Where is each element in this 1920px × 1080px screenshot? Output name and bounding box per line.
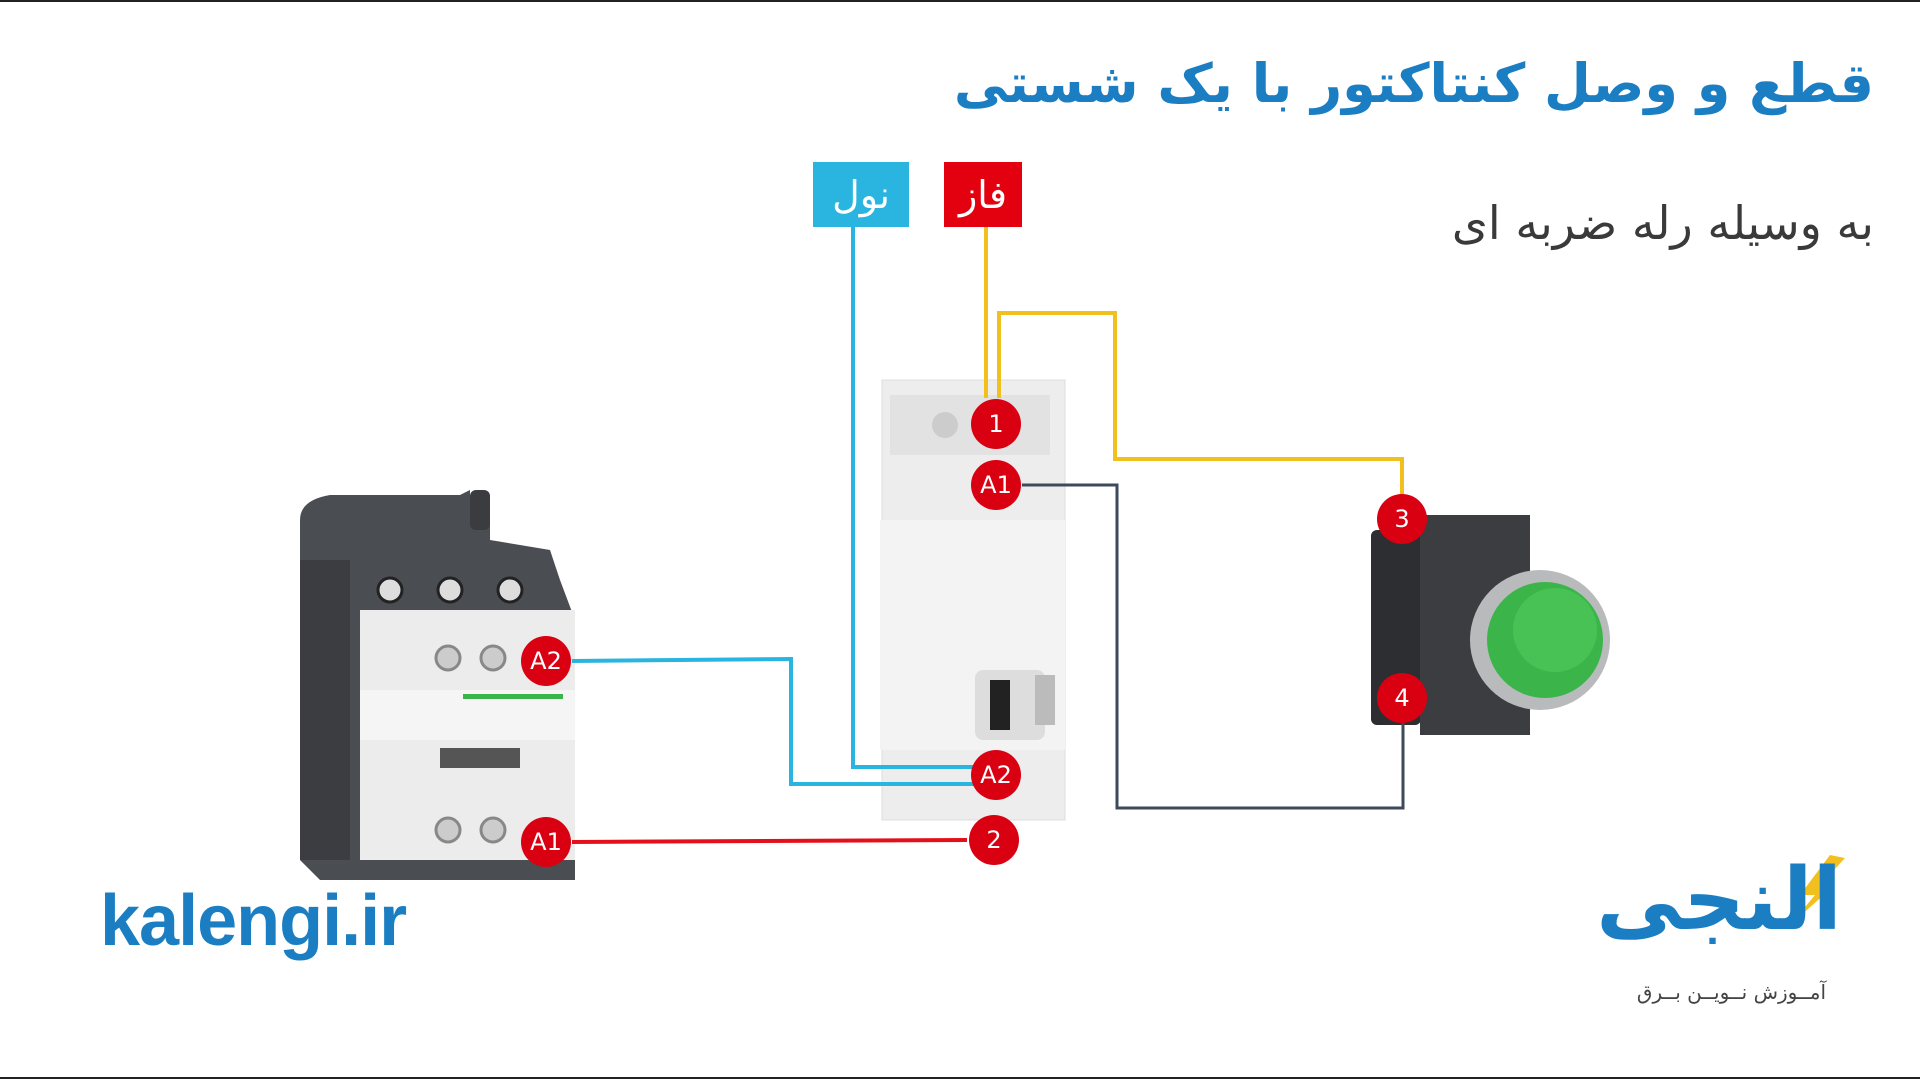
terminal-contactor-a2: A2 [521, 636, 571, 686]
top-rule [0, 0, 1920, 2]
terminal-button-4: 4 [1377, 673, 1427, 723]
svg-text:1: 1 [988, 410, 1003, 438]
bottom-rule [0, 1077, 1920, 1079]
phase-to-button-wire [997, 311, 1404, 496]
terminal-relay-2: 2 [969, 815, 1019, 865]
svg-text:A2: A2 [530, 647, 562, 675]
svg-text:3: 3 [1394, 505, 1409, 533]
contactor-a2-wire [571, 656, 980, 786]
neutral-wire [851, 227, 980, 769]
contactor-a1-wire [571, 838, 968, 844]
slide-title: قطع و وصل کنتاکتور با یک شستی [953, 52, 1874, 115]
svg-text:4: 4 [1394, 684, 1409, 712]
contactor-device [300, 490, 575, 880]
neutral-label: نول [813, 162, 909, 227]
terminal-contactor-a1: A1 [521, 817, 571, 867]
impulse-relay-device [880, 379, 1066, 821]
terminal-relay-a1: A1 [971, 460, 1021, 510]
control-wire [1022, 483, 1405, 810]
kalengi-logo: kalengi.ir [100, 881, 407, 961]
phase-label: فاز [944, 162, 1022, 227]
terminal-relay-a2: A2 [971, 750, 1021, 800]
svg-text:A1: A1 [980, 471, 1012, 499]
svg-text:2: 2 [986, 826, 1001, 854]
svg-text:A1: A1 [530, 828, 562, 856]
svg-text:A2: A2 [980, 761, 1012, 789]
terminal-button-3: 3 [1377, 494, 1427, 544]
terminal-relay-1: 1 [971, 399, 1021, 449]
lightning-icon [1790, 855, 1845, 925]
elangi-logo: النجی [1596, 850, 1842, 950]
logo-tagline: آمــوزش نــویــن بــرق [1636, 980, 1826, 1004]
slide-subtitle: به وسیله رله ضربه ای [1451, 196, 1874, 250]
